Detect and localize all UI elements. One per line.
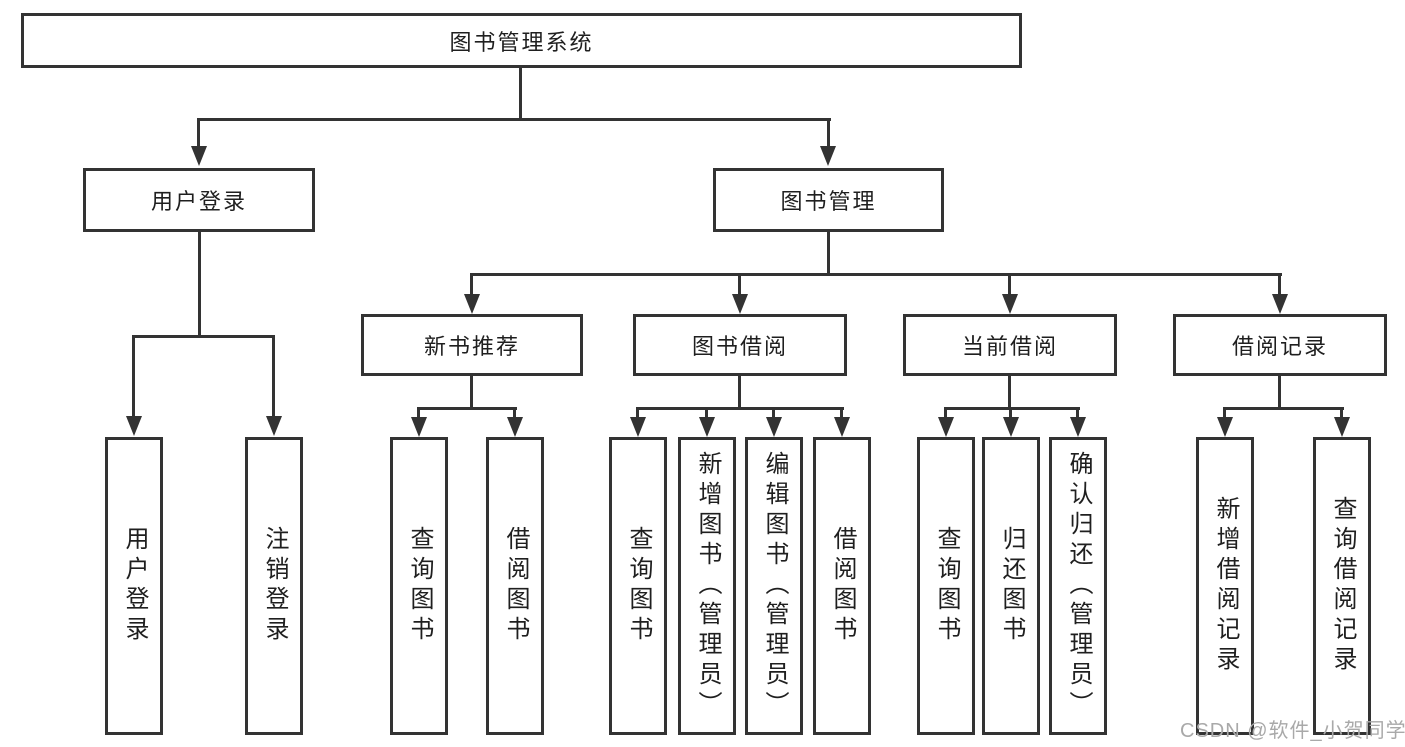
connector-line [738,273,741,297]
arrow-head-down-icon [766,417,782,437]
arrow-head-down-icon [834,417,850,437]
connector-line [132,335,275,338]
arrow-head-down-icon [938,417,954,437]
node-library-management-system: 图书管理系统 [21,13,1022,68]
node-label: 借阅图书 [502,526,529,646]
arrow-head-down-icon [126,416,142,436]
connector-line [132,335,135,420]
leaf-add-books-admin: 新增图书（管理员） [678,437,736,735]
node-book-management: 图书管理 [713,168,944,232]
node-user-login: 用户登录 [83,168,315,232]
node-label: 归还图书 [998,526,1025,646]
arrow-head-down-icon [1334,417,1350,437]
connector-line [417,407,420,419]
arrow-head-down-icon [507,417,523,437]
leaf-query-borrow-record: 查询借阅记录 [1313,437,1371,735]
csdn-watermark: CSDN @软件_小贺同学 [1180,720,1405,742]
arrow-head-down-icon [266,416,282,436]
connector-line [198,232,201,335]
connector-line [197,118,200,150]
node-label: 编辑图书（管理员） [761,451,788,721]
leaf-return-books: 归还图书 [982,437,1040,735]
leaf-add-borrow-record: 新增借阅记录 [1196,437,1254,735]
connector-line [944,407,947,419]
node-label: 注销登录 [261,526,288,646]
leaf-query-books-recommend: 查询图书 [390,437,448,735]
node-label: 用户登录 [121,526,148,646]
connector-line [417,407,517,410]
connector-line [197,118,831,121]
connector-line [1009,407,1012,419]
node-label: 查询图书 [625,526,652,646]
arrow-head-down-icon [732,294,748,314]
leaf-query-books-borrowing: 查询图书 [609,437,667,735]
arrow-head-down-icon [699,417,715,437]
node-book-borrowing: 图书借阅 [633,314,847,376]
node-new-book-recommend: 新书推荐 [361,314,583,376]
node-current-borrowing: 当前借阅 [903,314,1117,376]
leaf-borrow-books-recommend: 借阅图书 [486,437,544,735]
node-label: 新书推荐 [423,334,520,359]
connector-line [1278,273,1281,297]
connector-line [827,232,830,273]
node-label: 图书管理系统 [449,29,594,55]
connector-line [840,407,843,419]
connector-line [772,407,775,419]
connector-line [1223,407,1344,410]
leaf-logout: 注销登录 [245,437,303,735]
arrow-head-down-icon [820,146,836,166]
connector-line [272,335,275,420]
arrow-head-down-icon [1002,294,1018,314]
connector-line [636,407,639,419]
arrow-head-down-icon [411,417,427,437]
connector-line [1278,376,1281,407]
connector-line [944,407,1080,410]
arrow-head-down-icon [1003,417,1019,437]
node-label: 查询借阅记录 [1329,496,1356,676]
leaf-edit-books-admin: 编辑图书（管理员） [745,437,803,735]
connector-line [636,407,844,410]
node-label: 新增借阅记录 [1212,496,1239,676]
node-label: 借阅记录 [1231,334,1328,359]
node-label: 用户登录 [150,189,247,214]
node-label: 查询图书 [933,526,960,646]
connector-line [1340,407,1343,419]
leaf-confirm-return-admin: 确认归还（管理员） [1049,437,1107,735]
arrow-head-down-icon [630,417,646,437]
node-label: 图书借阅 [691,334,788,359]
arrow-head-down-icon [1217,417,1233,437]
node-label: 借阅图书 [829,526,856,646]
connector-line [1076,407,1079,419]
connector-line [513,407,516,419]
arrow-head-down-icon [1272,294,1288,314]
leaf-user-login: 用户登录 [105,437,163,735]
connector-line [470,376,473,407]
connector-line [738,376,741,407]
node-label: 当前借阅 [961,334,1058,359]
node-label: 查询图书 [406,526,433,646]
connector-line [1008,376,1011,407]
connector-line [1008,273,1011,297]
node-borrowing-records: 借阅记录 [1173,314,1387,376]
connector-line [1223,407,1226,419]
arrow-head-down-icon [464,294,480,314]
node-label: 确认归还（管理员） [1065,451,1092,721]
arrow-head-down-icon [191,146,207,166]
arrow-head-down-icon [1070,417,1086,437]
leaf-query-books-current: 查询图书 [917,437,975,735]
connector-line [470,273,473,297]
node-label: 新增图书（管理员） [694,451,721,721]
connector-line [470,273,1282,276]
connector-line [827,118,830,150]
leaf-borrow-books: 借阅图书 [813,437,871,735]
connector-line [519,68,522,118]
connector-line [705,407,708,419]
node-label: 图书管理 [780,189,877,214]
